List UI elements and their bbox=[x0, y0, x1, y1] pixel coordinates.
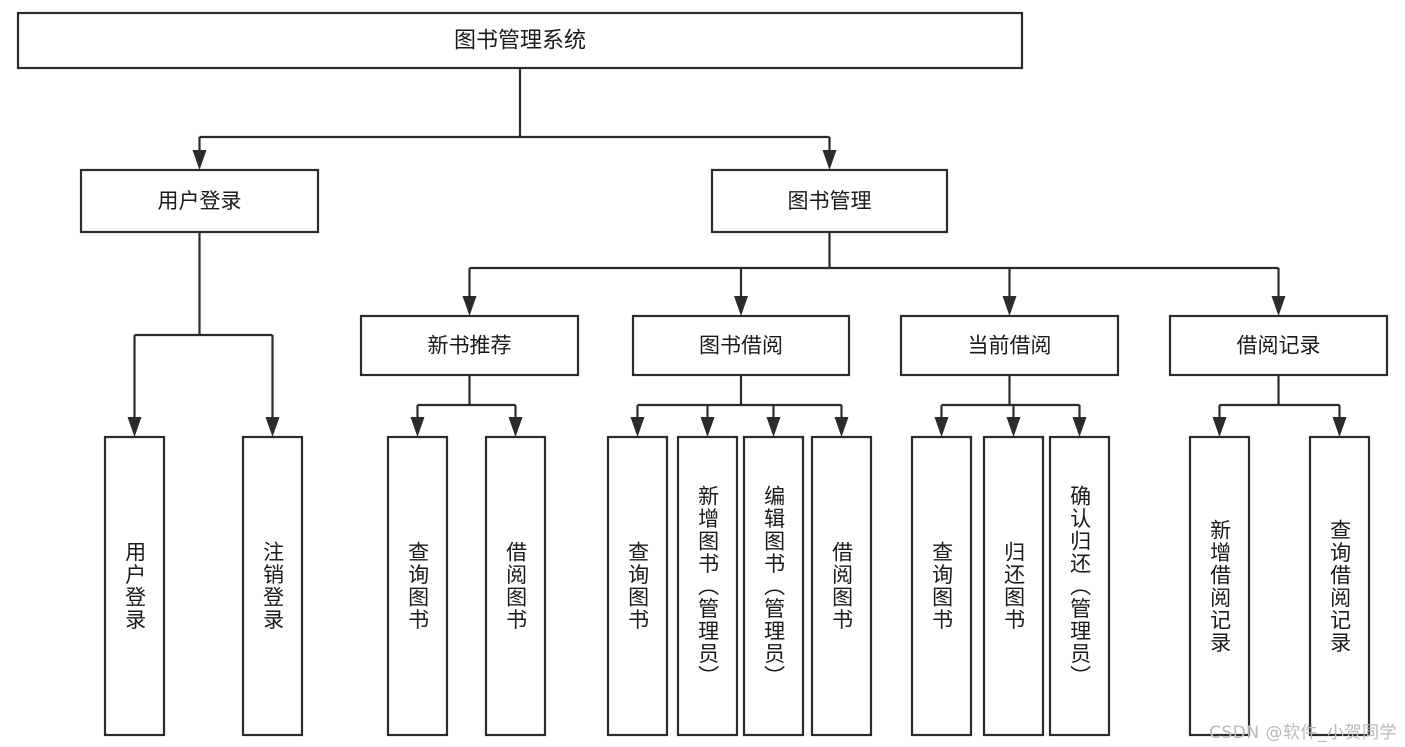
level3-node-0-label: 新书推荐 bbox=[428, 334, 512, 358]
leaf-node-9[interactable] bbox=[982, 435, 1045, 737]
leaf-node-5[interactable] bbox=[676, 435, 739, 737]
arrowhead-level2-1 bbox=[822, 150, 837, 170]
leaf-node-7[interactable] bbox=[810, 435, 873, 737]
root-node[interactable]: 图书管理系统 bbox=[16, 11, 1024, 70]
level3-node-2-label: 当前借阅 bbox=[968, 334, 1052, 358]
arrowhead-level3-3-leaf-0 bbox=[1212, 417, 1227, 437]
leaf-node-4[interactable] bbox=[606, 435, 669, 737]
arrowhead-level3-1-leaf-1 bbox=[700, 417, 715, 437]
leaf-node-4-rect bbox=[606, 435, 669, 737]
level3-node-2[interactable]: 当前借阅 bbox=[899, 314, 1120, 377]
leaf-node-12[interactable] bbox=[1308, 435, 1371, 737]
leaf-node-8-rect bbox=[910, 435, 973, 737]
leaf-node-6[interactable] bbox=[742, 435, 805, 737]
leaf-node-10[interactable] bbox=[1048, 435, 1111, 737]
level2-node-1-rect bbox=[710, 168, 949, 234]
level3-node-1-rect bbox=[631, 314, 851, 377]
leaf-node-0-rect bbox=[103, 435, 166, 737]
leaf-node-6-rect bbox=[742, 435, 805, 737]
level3-node-1[interactable]: 图书借阅 bbox=[631, 314, 851, 377]
leaf-node-10-rect bbox=[1048, 435, 1111, 737]
leaf-node-9-rect bbox=[982, 435, 1045, 737]
root-node-rect bbox=[16, 11, 1024, 70]
arrowhead-level3-1-leaf-3 bbox=[834, 417, 849, 437]
leaf-node-3-rect bbox=[484, 435, 547, 737]
arrowhead-level3-2-leaf-1 bbox=[1006, 417, 1021, 437]
leaf-node-3[interactable] bbox=[484, 435, 547, 737]
level3-node-0-rect bbox=[359, 314, 580, 377]
leaf-node-11-rect bbox=[1188, 435, 1251, 737]
arrowhead-level3-2 bbox=[1002, 296, 1017, 316]
level2-node-0-label: 用户登录 bbox=[158, 189, 242, 213]
arrowhead-level3-2-leaf-2 bbox=[1072, 417, 1087, 437]
leaf-node-5-rect bbox=[676, 435, 739, 737]
arrowhead-level3-0-leaf-0 bbox=[410, 417, 425, 437]
leaf-node-1-rect bbox=[241, 435, 304, 737]
leaf-node-8[interactable] bbox=[910, 435, 973, 737]
connector-layer bbox=[127, 68, 1347, 437]
arrowhead-level2-0 bbox=[192, 150, 207, 170]
leaf-node-1[interactable] bbox=[241, 435, 304, 737]
level3-node-3-rect bbox=[1168, 314, 1389, 377]
level2-node-1-label: 图书管理 bbox=[788, 189, 872, 213]
arrowhead-level3-1 bbox=[734, 296, 748, 316]
leaf-node-12-rect bbox=[1308, 435, 1371, 737]
arrowhead-level3-1-leaf-0 bbox=[630, 417, 645, 437]
level3-node-0[interactable]: 新书推荐 bbox=[359, 314, 580, 377]
arrowhead-level3-1-leaf-2 bbox=[766, 417, 781, 437]
leaf-node-11[interactable] bbox=[1188, 435, 1251, 737]
arrowhead-level3-0 bbox=[462, 296, 477, 316]
root-node-label: 图书管理系统 bbox=[454, 29, 586, 54]
arrowhead-login-leaf-1 bbox=[265, 417, 280, 437]
arrowhead-login-leaf-0 bbox=[127, 417, 142, 437]
level3-node-2-rect bbox=[899, 314, 1120, 377]
level2-node-0-rect bbox=[79, 168, 320, 234]
level2-node-0[interactable]: 用户登录 bbox=[79, 168, 320, 234]
arrowhead-level3-2-leaf-0 bbox=[934, 417, 949, 437]
arrowhead-level3-0-leaf-1 bbox=[508, 417, 523, 437]
csdn-watermark: CSDN @软件_小贺同学 bbox=[1209, 723, 1397, 743]
level3-node-1-label: 图书借阅 bbox=[699, 334, 783, 358]
level3-node-3-label: 借阅记录 bbox=[1237, 334, 1321, 358]
arrowhead-level3-3 bbox=[1271, 296, 1286, 316]
level2-node-1[interactable]: 图书管理 bbox=[710, 168, 949, 234]
arrowhead-level3-3-leaf-1 bbox=[1332, 417, 1347, 437]
leaf-node-0[interactable] bbox=[103, 435, 166, 737]
leaf-node-2-rect bbox=[386, 435, 449, 737]
level3-node-3[interactable]: 借阅记录 bbox=[1168, 314, 1389, 377]
leaf-node-7-rect bbox=[810, 435, 873, 737]
leaf-node-2[interactable] bbox=[386, 435, 449, 737]
